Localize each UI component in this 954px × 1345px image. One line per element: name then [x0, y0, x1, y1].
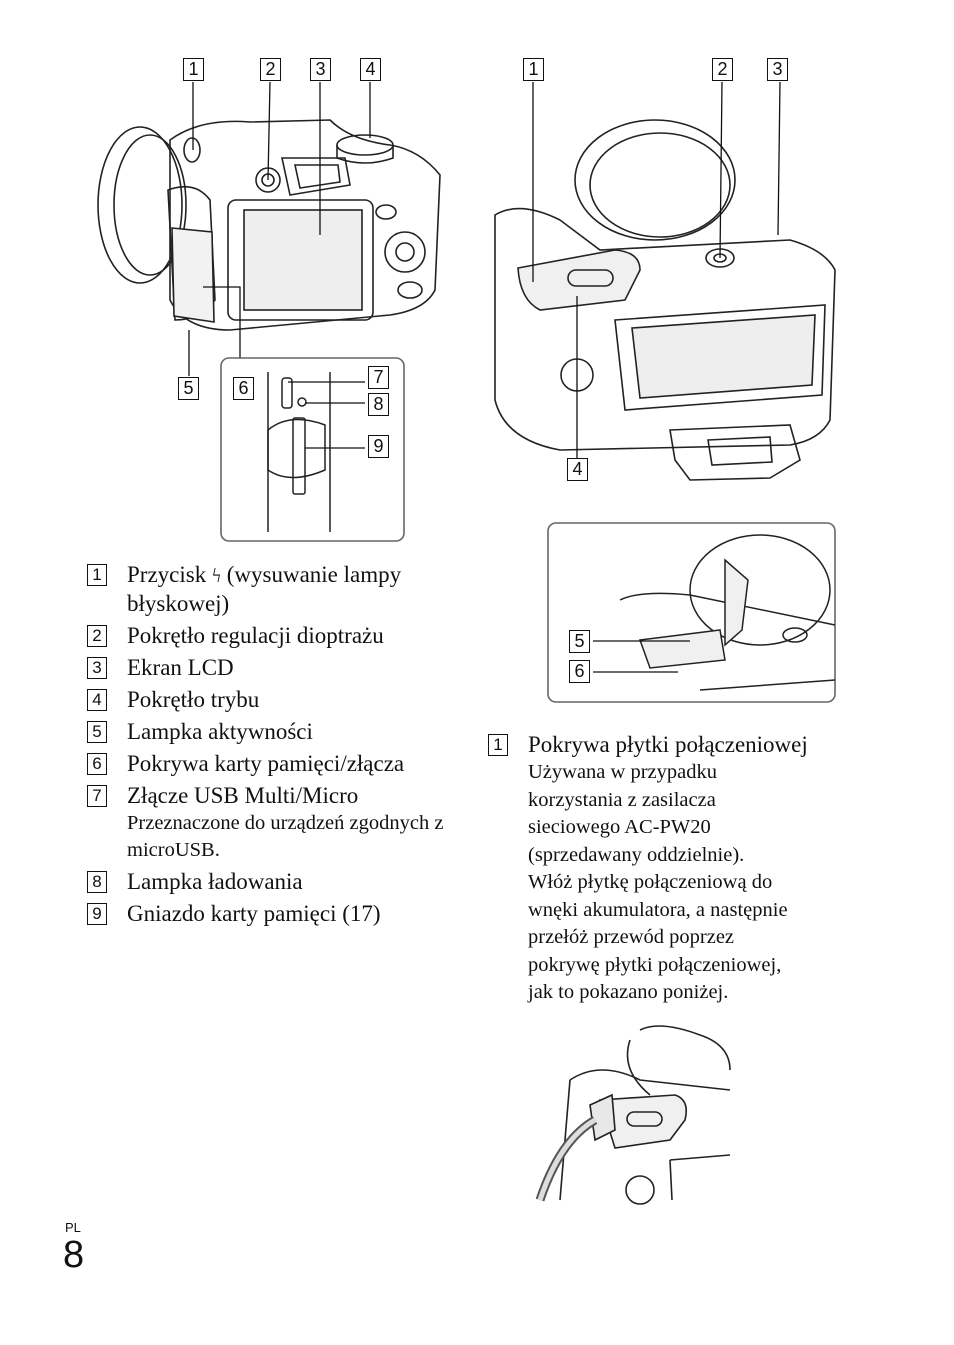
description-line: Włóż płytkę połączeniową do: [528, 871, 773, 893]
legend-sublabel: Przeznaczone do urządzeń zgodnych z micr…: [127, 812, 444, 861]
legend-label: Ekran LCD: [127, 655, 234, 680]
legend-label-cont: (wysuwanie lampy błyskowej): [127, 562, 402, 616]
flash-icon: ϟ: [211, 565, 221, 587]
callout-5: 5: [178, 377, 199, 400]
inset-callout-5: 5: [569, 630, 590, 653]
description-line: jak to pokazano poniżej.: [528, 981, 729, 1003]
description-line: pokrywę płytki połączeniowej,: [528, 953, 782, 976]
description-line: sieciowego AC-PW20: [528, 816, 711, 838]
callout-8: 8: [368, 393, 389, 416]
legend-item: 6 Pokrywa karty pamięci/złącza: [87, 750, 447, 778]
language-code: PL: [65, 1220, 81, 1235]
legend-label: Pokrętło regulacji dioptrażu: [127, 623, 384, 648]
legend-item: 5 Lampka aktywności: [87, 718, 447, 746]
right-callout-2: 2: [712, 58, 733, 81]
callout-7: 7: [368, 366, 389, 389]
legend-number: 5: [87, 721, 107, 743]
legend-item: 1 Przycisk ϟ (wysuwanie lampy błyskowej): [87, 561, 447, 618]
legend-number: 6: [87, 753, 107, 775]
legend-number: 1: [87, 564, 107, 586]
legend-item: 2 Pokrętło regulacji dioptrażu: [87, 622, 447, 650]
legend-item: 8 Lampka ładowania: [87, 868, 447, 896]
legend-label: Gniazdo karty pamięci (17): [127, 901, 381, 926]
legend-label: Lampka aktywności: [127, 719, 313, 744]
legend-number: 3: [87, 657, 107, 679]
description-title: Pokrywa płytki połączeniowej: [528, 732, 808, 757]
description-line: korzystania z zasilacza: [528, 788, 716, 811]
legend-label: Przycisk: [127, 562, 212, 587]
description-number: 1: [488, 734, 508, 756]
legend-number: 9: [87, 903, 107, 925]
legend-label: Pokrywa karty pamięci/złącza: [127, 751, 405, 776]
callout-2: 2: [260, 58, 281, 81]
legend-item: 9 Gniazdo karty pamięci (17): [87, 900, 447, 928]
description-body: Używana w przypadku korzystania z zasila…: [488, 759, 848, 1007]
legend-number: 2: [87, 625, 107, 647]
inset-callout-6: 6: [569, 660, 590, 683]
parts-legend: 1 Przycisk ϟ (wysuwanie lampy błyskowej)…: [87, 561, 447, 932]
callout-4: 4: [360, 58, 381, 81]
legend-number: 8: [87, 871, 107, 893]
legend-label: Złącze USB Multi/Micro: [127, 783, 359, 808]
legend-label: Lampka ładowania: [127, 869, 303, 894]
legend-item: 3 Ekran LCD: [87, 654, 447, 682]
right-callout-4: 4: [567, 458, 588, 481]
legend-item: 4 Pokrętło trybu: [87, 686, 447, 714]
legend-number: 7: [87, 785, 107, 807]
callout-1: 1: [183, 58, 204, 81]
callout-9: 9: [368, 435, 389, 458]
right-callout-1: 1: [523, 58, 544, 81]
callout-6: 6: [233, 377, 254, 400]
description-line: przełóż przewód poprzez: [528, 926, 735, 948]
legend-label: Pokrętło trybu: [127, 687, 260, 712]
callout-3: 3: [310, 58, 331, 81]
description-line: wnęki akumulatora, a następnie: [528, 898, 788, 921]
connection-plate-description: 1 Pokrywa płytki połączeniowej Używana w…: [488, 731, 848, 1007]
legend-item: 7 Złącze USB Multi/Micro Przeznaczone do…: [87, 782, 447, 864]
page-number: 8: [63, 1234, 85, 1276]
right-callout-3: 3: [767, 58, 788, 81]
description-line: (sprzedawany oddzielnie).: [528, 843, 745, 866]
description-line: Używana w przypadku: [528, 761, 717, 783]
legend-number: 4: [87, 689, 107, 711]
